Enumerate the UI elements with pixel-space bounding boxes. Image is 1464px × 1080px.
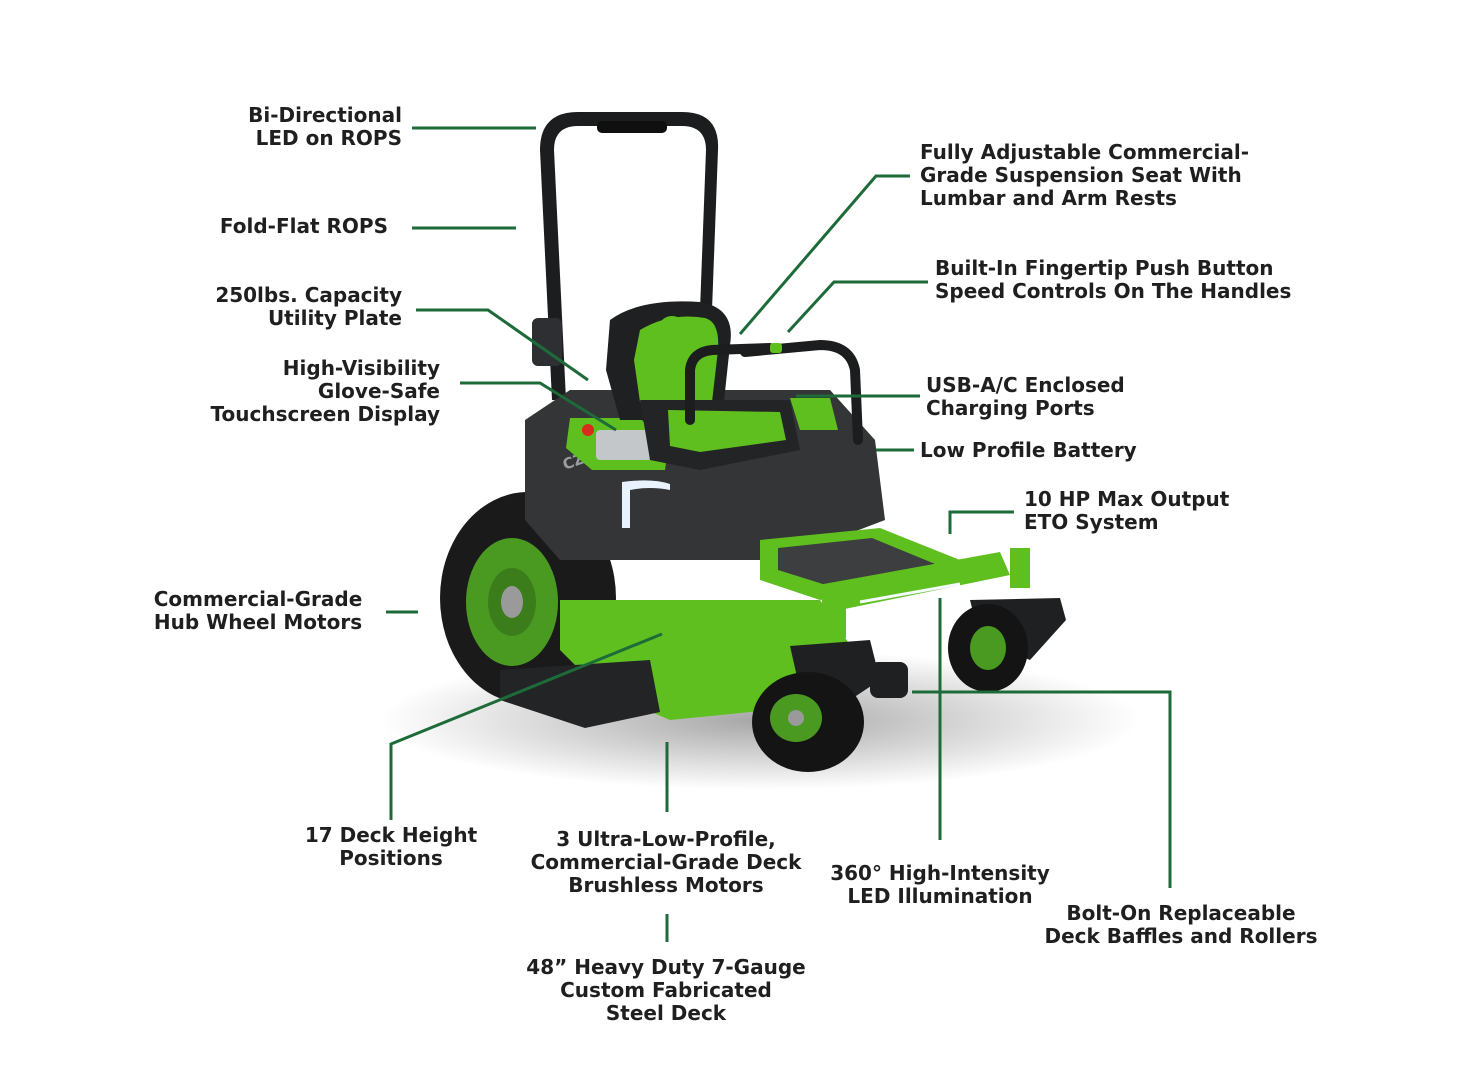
callout-usb-ports: USB-A/C Enclosed Charging Ports (926, 373, 1125, 420)
callout-touchscreen: High-Visibility Glove-Safe Touchscreen D… (210, 356, 440, 426)
caster-right (948, 548, 1066, 692)
rops-bar (540, 112, 719, 400)
callout-led-illumination: 360° High-Intensity LED Illumination (830, 861, 1050, 908)
callout-fold-flat-rops: Fold-Flat ROPS (219, 214, 388, 238)
caster-left (752, 592, 880, 772)
stop-button (582, 424, 594, 436)
deck-skirt (500, 660, 660, 728)
seat-logo-icon (658, 316, 686, 344)
leader-utility-plate (416, 308, 589, 382)
callout-bidirectional-led: Bi-Directional LED on ROPS (248, 103, 402, 150)
deck-baffle-bracket (870, 662, 908, 698)
callout-speed-controls: Built-In Fingertip Push Button Speed Con… (935, 256, 1292, 303)
callout-eto-system: 10 HP Max Output ETO System (1024, 487, 1230, 534)
touchscreen-display (596, 430, 652, 460)
seat-cushion-panel (668, 410, 786, 452)
callout-battery: Low Profile Battery (920, 438, 1137, 462)
headlight-strip (622, 480, 670, 528)
charging-bay (790, 398, 838, 430)
leader-eto-system (948, 510, 1014, 534)
leader-baffles (912, 690, 1172, 888)
speed-button (770, 343, 782, 353)
leader-lines (386, 126, 1172, 942)
lap-bar-right (740, 339, 863, 445)
callout-utility-plate: 250lbs. Capacity Utility Plate (215, 283, 402, 330)
leader-speed-controls (786, 280, 928, 334)
leader-touchscreen (460, 381, 617, 432)
leader-deck-height (389, 632, 663, 820)
leader-suspension-seat (738, 174, 910, 335)
callout-deck-motors: 3 Ultra-Low-Profile, Commercial-Grade De… (530, 827, 802, 897)
seat-back-panel (634, 316, 719, 402)
callout-steel-deck: 48” Heavy Duty 7-Gauge Custom Fabricated… (526, 955, 806, 1025)
rops-hinge (532, 318, 562, 366)
lap-bar-left (685, 343, 775, 425)
foot-plate (778, 538, 940, 585)
front-bar (818, 552, 1010, 612)
callout-deck-height: 17 Deck Height Positions (304, 823, 478, 870)
front-led-bar (859, 582, 961, 604)
callout-suspension-seat: Fully Adjustable Commercial- Grade Suspe… (920, 140, 1250, 210)
callout-baffles: Bolt-On Replaceable Deck Baffles and Rol… (1044, 901, 1318, 948)
callout-hub-motors: Commercial-Grade Hub Wheel Motors (153, 587, 363, 634)
rops-handle (597, 121, 667, 133)
